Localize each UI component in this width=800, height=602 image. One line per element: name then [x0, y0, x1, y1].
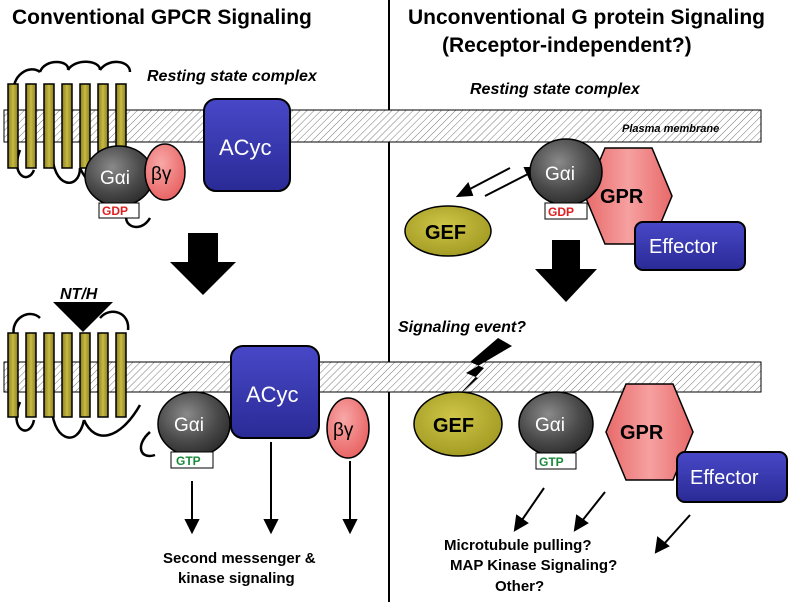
effector-bottom-label: Effector [690, 467, 759, 489]
right-output-line2: MAP Kinase Signaling? [450, 557, 617, 574]
effector-bottom [676, 451, 788, 503]
ligand-triangle [53, 302, 113, 332]
membrane-top [3, 109, 762, 143]
left-output-line1: Second messenger & [163, 550, 316, 567]
betagamma-bottom-label: βγ [333, 420, 354, 441]
gtp-bottom-right-box [535, 452, 577, 470]
exchange-arrows [455, 167, 540, 198]
membrane-label: Plasma membrane [622, 123, 719, 135]
betagamma-bottom [326, 397, 370, 459]
left-output-line2: kinase signaling [178, 570, 295, 587]
gef-bottom [413, 391, 503, 457]
galpha-top-left-label: Gαi [100, 168, 130, 189]
gtp-bottom-left: GTP [176, 454, 201, 468]
effector-top-label: Effector [649, 236, 718, 258]
gef-top-label: GEF [425, 222, 466, 244]
gpr-bottom [605, 383, 694, 481]
lightning-bolt [456, 338, 512, 398]
acyc-top-label: ACyc [219, 135, 272, 160]
left-transition-arrow [170, 233, 236, 295]
helices-bottom [7, 332, 127, 418]
left-output-arrows [184, 442, 358, 535]
effector-top [634, 221, 746, 271]
right-title-line2: (Receptor-independent?) [442, 34, 692, 57]
right-transition-arrow [535, 240, 597, 302]
right-output-arrows [513, 487, 691, 554]
gdp-top-left: GDP [102, 204, 128, 218]
galpha-top-right-label: Gαi [545, 164, 575, 185]
gtp-bottom-right: GTP [539, 455, 564, 469]
gdp-top-right-box [544, 202, 588, 220]
gtp-bottom-left-box [170, 451, 214, 469]
betagamma-top [144, 143, 186, 201]
gdp-top-right: GDP [548, 205, 574, 219]
left-title: Conventional GPCR Signaling [12, 6, 312, 29]
left-resting-label: Resting state complex [147, 68, 318, 85]
gef-top [404, 205, 492, 257]
galpha-bottom-right-label: Gαi [535, 415, 565, 436]
helices-top [7, 83, 127, 169]
right-title-line1: Unconventional G protein Signaling [408, 6, 765, 29]
galpha-bottom-left-label: Gαi [174, 415, 204, 436]
right-resting-label: Resting state complex [470, 81, 641, 98]
gpr-top-label: GPR [600, 186, 644, 208]
gdp-top-left-box [98, 202, 140, 219]
gef-bottom-label: GEF [433, 415, 474, 437]
right-output-line1: Microtubule pulling? [444, 537, 591, 554]
gpr-bottom-label: GPR [620, 422, 664, 444]
betagamma-top-label: βγ [151, 164, 172, 185]
ligand-label: NT/H [60, 286, 98, 303]
acyc-bottom [230, 345, 320, 439]
right-output-line3: Other? [495, 578, 544, 595]
acyc-bottom-label: ACyc [246, 382, 299, 407]
acyc-top [203, 98, 291, 192]
signaling-event-label: Signaling event? [398, 319, 526, 336]
